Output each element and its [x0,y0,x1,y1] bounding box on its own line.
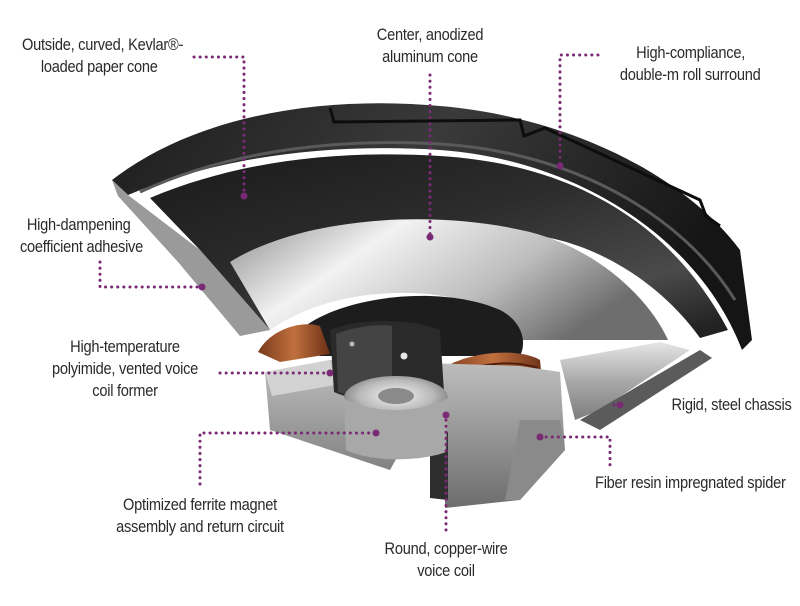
pole-vent [378,388,414,404]
former-vent-hole-2 [349,341,355,347]
callout-coil-former: High-temperature polyimide, vented voice… [43,336,206,402]
leader-lines [98,53,622,532]
callout-outer-cone: Outside, curved, Kevlar®- loaded paper c… [22,34,183,78]
pole-body [344,398,448,460]
cutaway-wall [112,180,270,336]
callout-text: Outside, curved, Kevlar®- [22,35,184,54]
magnet-top-plate [265,360,335,396]
callout-text: loaded paper cone [40,57,158,76]
callout-magnet: Optimized ferrite magnet assembly and re… [100,494,300,538]
spider-left [258,324,330,362]
return-plate-right [505,420,565,500]
leader-adhesive [98,260,202,289]
callout-text: Optimized ferrite magnet [123,495,277,514]
callout-text: coefficient adhesive [20,237,143,256]
callout-text: voice coil [417,561,475,580]
leader-spider [538,435,612,472]
callout-text: High-temperature [70,337,180,356]
callout-text: Fiber resin impregnated spider [595,473,786,492]
leader-outer-cone [192,55,246,198]
callout-voice-coil: Round, copper-wire voice coil [372,538,520,582]
chassis-leg-right [560,342,690,420]
leader-magnet [198,431,378,486]
former-vent-hole-1 [400,352,408,360]
callout-text: polyimide, vented voice [51,359,199,378]
callout-text: High-compliance, [635,43,745,62]
callout-text: Rigid, steel chassis [672,395,792,414]
callout-text: double-m roll surround [619,65,760,84]
callout-text: High-dampening [26,215,131,234]
callout-center-cone: Center, anodized aluminum cone [353,24,508,68]
callout-text: aluminum cone [382,47,478,66]
callout-chassis: Rigid, steel chassis [672,394,792,416]
frame-notches [328,107,721,228]
callout-text: Round, copper-wire [384,539,508,558]
callout-text: Center, anodized [376,25,484,44]
frame-rim [112,103,752,350]
callout-text: assembly and return circuit [116,517,284,536]
callout-spider: Fiber resin impregnated spider [595,472,786,494]
chassis-leg-back [580,350,712,430]
surround-highlight [139,141,737,301]
leader-dots [198,162,624,441]
leader-surround [558,53,600,168]
callout-adhesive: High-dampening coefficient adhesive [20,214,143,258]
aluminum-center-cone [230,219,668,340]
callout-text: coil former [92,381,158,400]
callout-surround: High-compliance, double-m roll surround [619,42,760,86]
